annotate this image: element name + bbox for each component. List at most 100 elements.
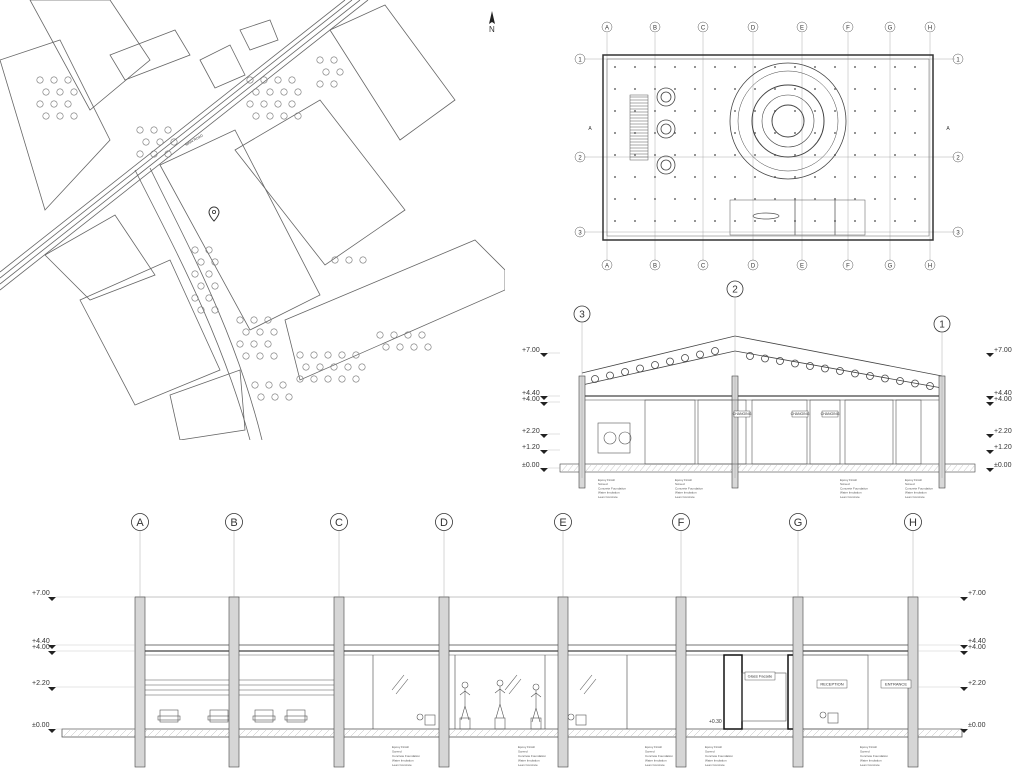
ground-hatch: [735, 729, 743, 737]
ground-hatch: [896, 729, 904, 737]
plan-row-label: 1: [956, 58, 960, 64]
plan-column-dot: [793, 131, 796, 134]
plan-column-dot: [753, 197, 756, 200]
plan-column-dot: [633, 153, 636, 156]
ground-hatch: [854, 729, 862, 737]
tree-icon: [294, 112, 302, 120]
upper-equipment-round: [618, 431, 632, 445]
site-plan-drawing: N MAIN ROAD: [0, 0, 505, 440]
plan-column-dot: [914, 66, 917, 69]
level-marker-icon: [48, 651, 56, 655]
ground-hatch: [665, 729, 673, 737]
ground-hatch: [714, 729, 722, 737]
ground-hatch: [504, 729, 512, 737]
plan-col-label: B: [653, 264, 657, 270]
tree-icon: [344, 363, 352, 371]
plan-grid-bubble: [842, 21, 854, 33]
plan-column-dot: [773, 66, 776, 69]
plan-column-dot: [713, 153, 716, 156]
plan-row-label: 3: [578, 231, 582, 237]
plan-column-dot: [854, 197, 857, 200]
seat-base: [207, 715, 231, 721]
plan-stair: [629, 94, 649, 161]
site-plan: N MAIN ROAD: [0, 0, 505, 440]
ground-hatch: [805, 729, 813, 737]
plan-column-dot: [693, 87, 696, 90]
level-marker-icon: [960, 687, 968, 691]
tree-icon: [205, 294, 213, 302]
ground-hatch: [840, 729, 848, 737]
truss-opening: [821, 364, 829, 373]
tree-icon: [191, 246, 199, 254]
upper-note-line: Concrete Foundation: [840, 486, 868, 490]
tree-icon: [64, 100, 72, 108]
ground-hatch: [855, 464, 862, 472]
lower-note-line: Concrete Foundation: [860, 754, 888, 758]
level-marker-icon: [986, 353, 994, 357]
ground-hatch: [903, 464, 910, 472]
plan-column-dot: [834, 87, 837, 90]
tree-icon: [418, 331, 426, 339]
tree-icon: [50, 100, 58, 108]
upper-note-line: Water Insulation: [840, 491, 862, 495]
plan-column-dot: [813, 197, 816, 200]
ground-hatch: [217, 729, 225, 737]
tree-icon: [142, 138, 150, 146]
ground-hatch: [699, 464, 706, 472]
plan-column-dot: [793, 109, 796, 112]
plan-col-label: H: [928, 264, 932, 270]
truss-opening: [666, 357, 674, 366]
ground-hatch: [91, 729, 99, 737]
tree-icon: [150, 126, 158, 134]
truss-opening: [896, 377, 904, 385]
north-arrow-icon: [489, 11, 495, 24]
tree-icon: [336, 68, 344, 76]
ground-hatch: [749, 729, 757, 737]
tree-icon: [358, 363, 366, 371]
tree-icon: [256, 328, 264, 336]
ground-hatch: [633, 464, 640, 472]
plan-col-label: C: [701, 264, 706, 270]
plan-column-dot: [854, 175, 857, 178]
ground-hatch: [873, 464, 880, 472]
ground-hatch: [525, 729, 533, 737]
plan-column-dot: [693, 66, 696, 69]
plan-column-dot: [834, 131, 837, 134]
tree-icon: [56, 88, 64, 96]
lower-grid-label: A: [136, 517, 144, 529]
upper-note-line: Lean Concrete: [840, 495, 860, 499]
lower-grid-bubble: [225, 513, 243, 531]
ground-hatch: [759, 464, 766, 472]
level-marker-icon: [540, 402, 548, 406]
ground-hatch: [861, 729, 869, 737]
plan-column-dot: [713, 66, 716, 69]
ground-hatch: [280, 729, 288, 737]
plan-column-dot: [773, 197, 776, 200]
tree-icon: [242, 328, 250, 336]
truss-opening: [926, 382, 934, 390]
tree-icon: [257, 393, 265, 401]
ground-hatch: [210, 729, 218, 737]
ground-hatch: [615, 464, 622, 472]
ground-hatch: [315, 729, 323, 737]
tree-icon: [324, 375, 332, 383]
ground-hatch: [837, 464, 844, 472]
level-marker-icon: [540, 434, 548, 438]
tree-icon: [211, 258, 219, 266]
upper-level-left: +1.20: [522, 444, 540, 451]
desk-icon: [575, 714, 587, 726]
ground-hatch: [771, 464, 778, 472]
truss-opening: [651, 361, 659, 369]
tree-icon: [205, 246, 213, 254]
tree-icon: [236, 316, 244, 324]
ground-hatch: [770, 729, 778, 737]
ground-hatch: [609, 464, 616, 472]
upper-equipment-round: [603, 431, 617, 445]
ground-hatch: [616, 729, 624, 737]
tree-icon: [338, 351, 346, 359]
ground-hatch: [753, 464, 760, 472]
seat-base: [284, 715, 308, 721]
lower-grid-bubble: [554, 513, 572, 531]
lower-note-line: Lean Concrete: [518, 763, 538, 767]
ground-hatch: [343, 729, 351, 737]
